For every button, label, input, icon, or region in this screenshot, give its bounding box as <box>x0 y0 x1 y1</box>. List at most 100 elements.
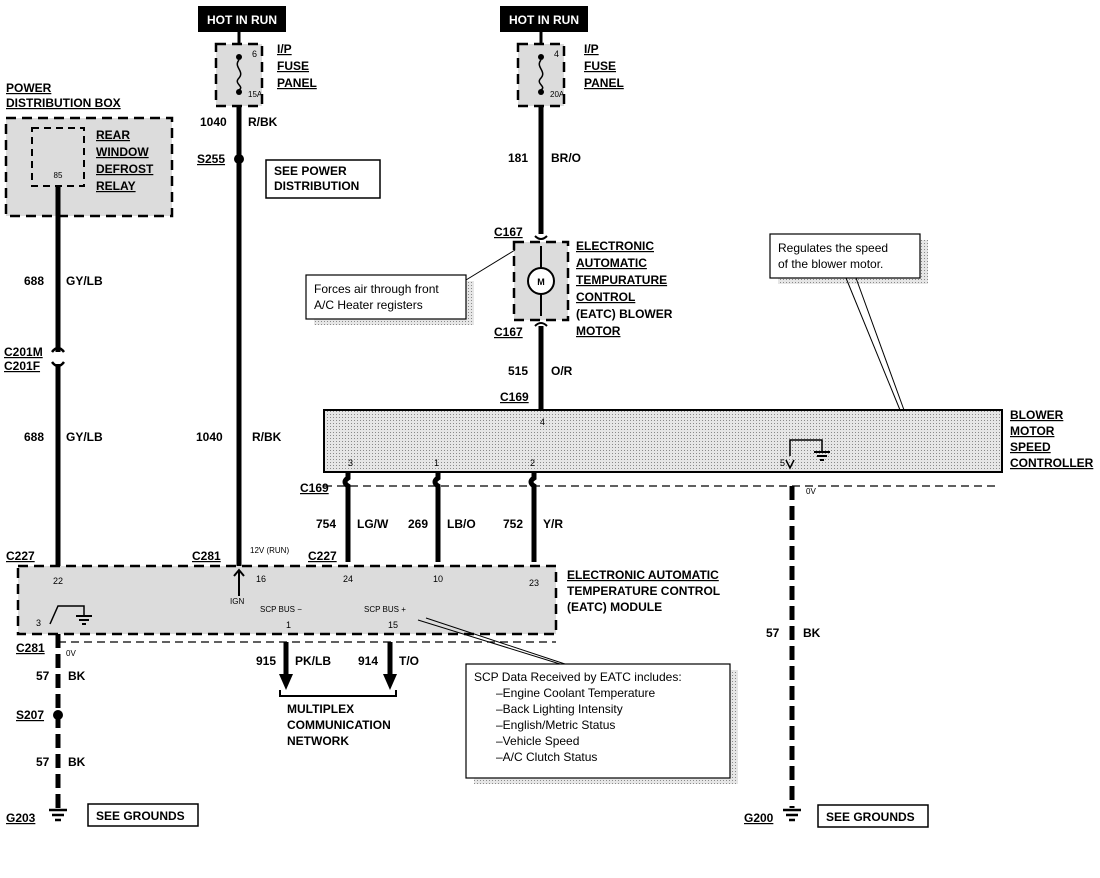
svg-text:3: 3 <box>36 618 41 628</box>
svg-text:SPEED: SPEED <box>1010 440 1051 454</box>
see-power-distribution-box: SEE POWER DISTRIBUTION <box>265 159 381 199</box>
splice-s255: S255 <box>197 152 225 166</box>
blower-motor-speed-controller: 4 3 1 2 5 BLOWER MOTOR SPEED CONTROLLER <box>323 408 1094 473</box>
fuse-panel-title-line: PANEL <box>277 76 317 90</box>
svg-text:Forces air through front: Forces air through front <box>314 282 439 296</box>
wire-914: 914 T/O <box>358 642 419 690</box>
see-grounds-right: SEE GROUNDS <box>817 804 929 828</box>
svg-text:1040: 1040 <box>196 430 223 444</box>
connector-c281-bottom: C281 <box>16 641 45 655</box>
power-distribution-box: POWER DISTRIBUTION BOX 85 REAR WINDOW DE… <box>4 81 174 218</box>
svg-text:G203: G203 <box>6 811 36 825</box>
svg-text:SCP BUS +: SCP BUS + <box>364 605 406 614</box>
svg-text:SCP BUS −: SCP BUS − <box>260 605 302 614</box>
svg-text:1: 1 <box>434 458 439 468</box>
svg-text:MOTOR: MOTOR <box>1010 424 1055 438</box>
svg-text:914: 914 <box>358 654 378 668</box>
connector-c281-top: C281 <box>192 549 221 563</box>
hot-in-run-badge-left: HOT IN RUN <box>198 6 286 32</box>
svg-text:22: 22 <box>53 576 63 586</box>
svg-text:BR/O: BR/O <box>551 151 581 165</box>
multiplex-network-label: MULTIPLEX COMMUNICATION NETWORK <box>287 702 391 748</box>
svg-text:–Back Lighting Intensity: –Back Lighting Intensity <box>496 702 623 716</box>
svg-text:LG/W: LG/W <box>357 517 389 531</box>
svg-text:R/BK: R/BK <box>248 115 278 129</box>
svg-text:IGN: IGN <box>230 597 244 606</box>
svg-text:LB/O: LB/O <box>447 517 476 531</box>
svg-text:(EATC) BLOWER: (EATC) BLOWER <box>576 307 673 321</box>
connector-c167-bottom: C167 <box>494 325 523 339</box>
svg-text:SEE POWER: SEE POWER <box>274 164 347 178</box>
svg-text:HOT IN RUN: HOT IN RUN <box>207 13 277 27</box>
svg-text:688: 688 <box>24 430 44 444</box>
eatc-blower-motor: C167 M C167 ELECTRONIC AUTOMATIC TEMPURA… <box>494 225 673 339</box>
svg-text:–English/Metric Status: –English/Metric Status <box>496 718 615 732</box>
svg-text:ELECTRONIC AUTOMATIC: ELECTRONIC AUTOMATIC <box>567 568 719 582</box>
svg-text:HOT IN RUN: HOT IN RUN <box>509 13 579 27</box>
svg-text:–A/C Clutch Status: –A/C Clutch Status <box>496 750 597 764</box>
svg-text:REAR: REAR <box>96 128 130 142</box>
svg-text:CONTROL: CONTROL <box>576 290 635 304</box>
wire-181: 181 BR/O <box>508 106 581 234</box>
svg-text:1040: 1040 <box>200 115 227 129</box>
ground-g200: G200 <box>744 808 801 825</box>
connector-c167-top: C167 <box>494 225 523 239</box>
svg-text:CONTROLLER: CONTROLLER <box>1010 456 1094 470</box>
svg-text:2: 2 <box>530 458 535 468</box>
svg-text:12V (RUN): 12V (RUN) <box>250 546 289 555</box>
svg-text:181: 181 <box>508 151 528 165</box>
connector-c201m: C201M <box>4 345 43 359</box>
hot-in-run-badge-right: HOT IN RUN <box>500 6 588 32</box>
connector-c201f: C201F <box>4 359 40 373</box>
svg-text:R/BK: R/BK <box>252 430 282 444</box>
svg-text:PK/LB: PK/LB <box>295 654 331 668</box>
svg-text:(EATC) MODULE: (EATC) MODULE <box>567 600 662 614</box>
wire-1040: 1040 R/BK S255 1040 R/BK C281 12V (RUN) <box>192 106 289 566</box>
connector-c227-left: C227 <box>6 549 35 563</box>
svg-text:269: 269 <box>408 517 428 531</box>
eatc-module: 22 16 24 10 23 3 1 15 IGN SCP BUS − SCP … <box>16 564 720 636</box>
wire-57-left: C281 0V 57 BK S207 57 BK <box>16 634 86 808</box>
fuse-amps: 15A <box>248 90 263 99</box>
fuse-amps: 20A <box>550 90 565 99</box>
splice-s207: S207 <box>16 708 44 722</box>
svg-text:57: 57 <box>36 669 50 683</box>
svg-text:SEE GROUNDS: SEE GROUNDS <box>96 809 185 823</box>
controller-note-callout: Regulates the speed of the blower motor. <box>769 233 928 411</box>
svg-text:DISTRIBUTION BOX: DISTRIBUTION BOX <box>6 96 121 110</box>
svg-text:5: 5 <box>780 458 785 468</box>
wire-754: 754 LG/W <box>316 472 389 562</box>
svg-text:BK: BK <box>68 755 86 769</box>
svg-text:G200: G200 <box>744 811 774 825</box>
svg-text:COMMUNICATION: COMMUNICATION <box>287 718 391 732</box>
svg-text:915: 915 <box>256 654 276 668</box>
connector-c169-top: C169 <box>500 390 529 404</box>
fuse-panel-right: 4 20A I/P FUSE PANEL <box>516 32 624 108</box>
fuse-panel-title-line: FUSE <box>584 59 616 73</box>
svg-text:TEMPERATURE CONTROL: TEMPERATURE CONTROL <box>567 584 720 598</box>
ground-g203: G203 <box>6 808 67 825</box>
svg-text:DISTRIBUTION: DISTRIBUTION <box>274 179 359 193</box>
svg-text:23: 23 <box>529 578 539 588</box>
svg-text:–Engine Coolant Temperature: –Engine Coolant Temperature <box>496 686 656 700</box>
wire-915: 915 PK/LB <box>256 642 331 690</box>
motor-symbol: M <box>537 277 545 287</box>
svg-text:24: 24 <box>343 574 353 584</box>
svg-text:ELECTRONIC: ELECTRONIC <box>576 239 654 253</box>
svg-text:BK: BK <box>68 669 86 683</box>
svg-text:Regulates the speed: Regulates the speed <box>778 241 888 255</box>
svg-text:10: 10 <box>433 574 443 584</box>
svg-text:SEE GROUNDS: SEE GROUNDS <box>826 810 915 824</box>
svg-text:AUTOMATIC: AUTOMATIC <box>576 256 647 270</box>
scp-data-note-callout: SCP Data Received by EATC includes: –Eng… <box>417 617 738 784</box>
svg-text:57: 57 <box>766 626 780 640</box>
svg-text:754: 754 <box>316 517 336 531</box>
blower-note-callout: Forces air through front A/C Heater regi… <box>305 249 516 325</box>
svg-text:15: 15 <box>388 620 398 630</box>
svg-text:515: 515 <box>508 364 528 378</box>
svg-text:RELAY: RELAY <box>96 179 136 193</box>
svg-text:57: 57 <box>36 755 50 769</box>
svg-text:WINDOW: WINDOW <box>96 145 149 159</box>
svg-text:A/C Heater registers: A/C Heater registers <box>314 298 423 312</box>
svg-text:16: 16 <box>256 574 266 584</box>
